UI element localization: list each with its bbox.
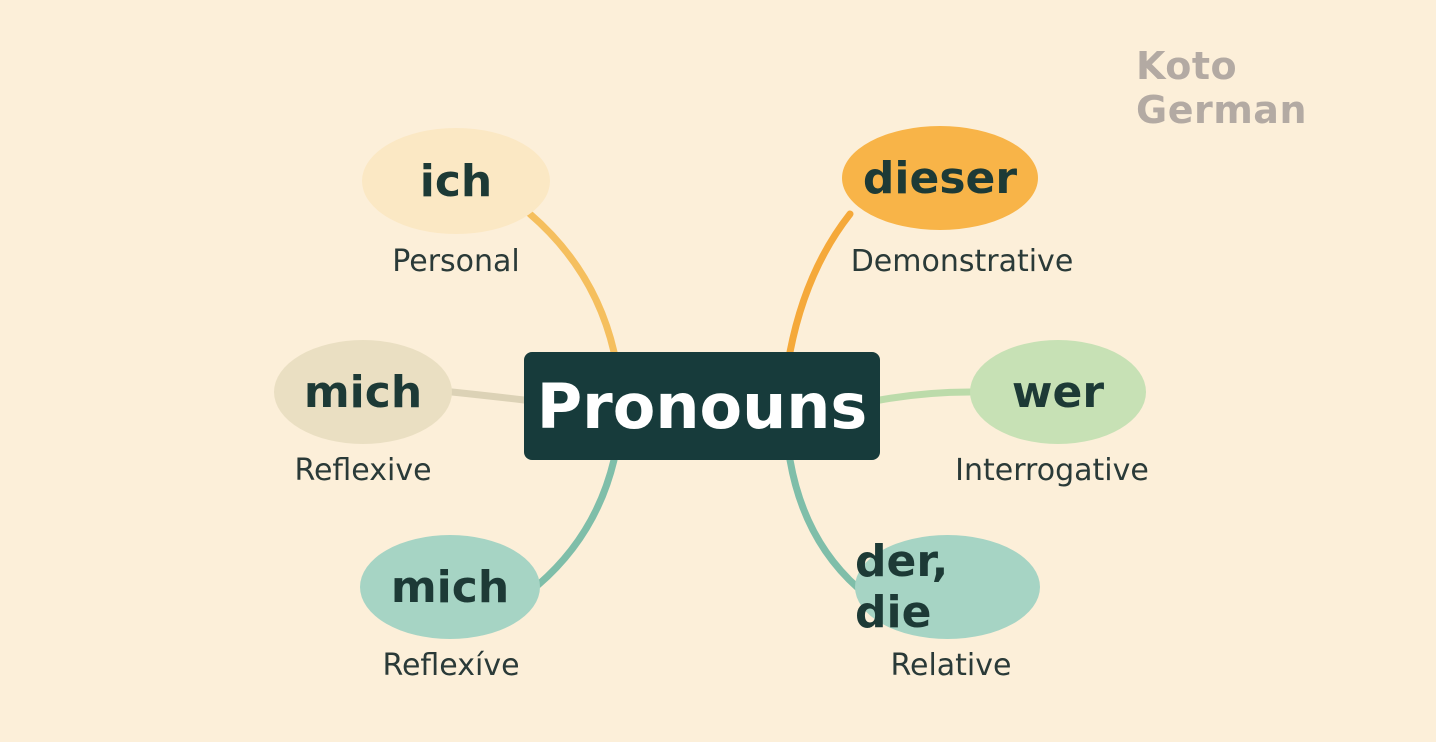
- link-reflexive-2: [534, 456, 618, 589]
- node-personal: ich: [362, 128, 550, 234]
- node-reflexive-2: mich: [360, 535, 540, 639]
- label-demonstrative: Demonstrative: [850, 244, 1074, 279]
- link-demonstrative: [786, 210, 854, 356]
- label-relative: Relative: [890, 648, 1012, 683]
- node-reflexive: mich: [274, 340, 452, 444]
- node-interrogative: wer: [970, 340, 1146, 444]
- label-personal: Personal: [392, 244, 520, 279]
- label-reflexive: Reflexive: [294, 453, 432, 488]
- link-reflexive: [448, 388, 528, 404]
- node-demonstrative: dieser: [842, 126, 1038, 230]
- label-interrogative: Interrogative: [955, 453, 1149, 488]
- link-personal: [526, 210, 618, 356]
- label-reflexive-2: Reflexíve: [382, 648, 520, 683]
- node-relative: der, die: [855, 535, 1040, 639]
- link-interrogative: [876, 388, 974, 404]
- center-node-pronouns: Pronouns: [524, 352, 880, 460]
- link-relative: [786, 456, 862, 592]
- brand-logo-text: Koto German: [1136, 44, 1307, 132]
